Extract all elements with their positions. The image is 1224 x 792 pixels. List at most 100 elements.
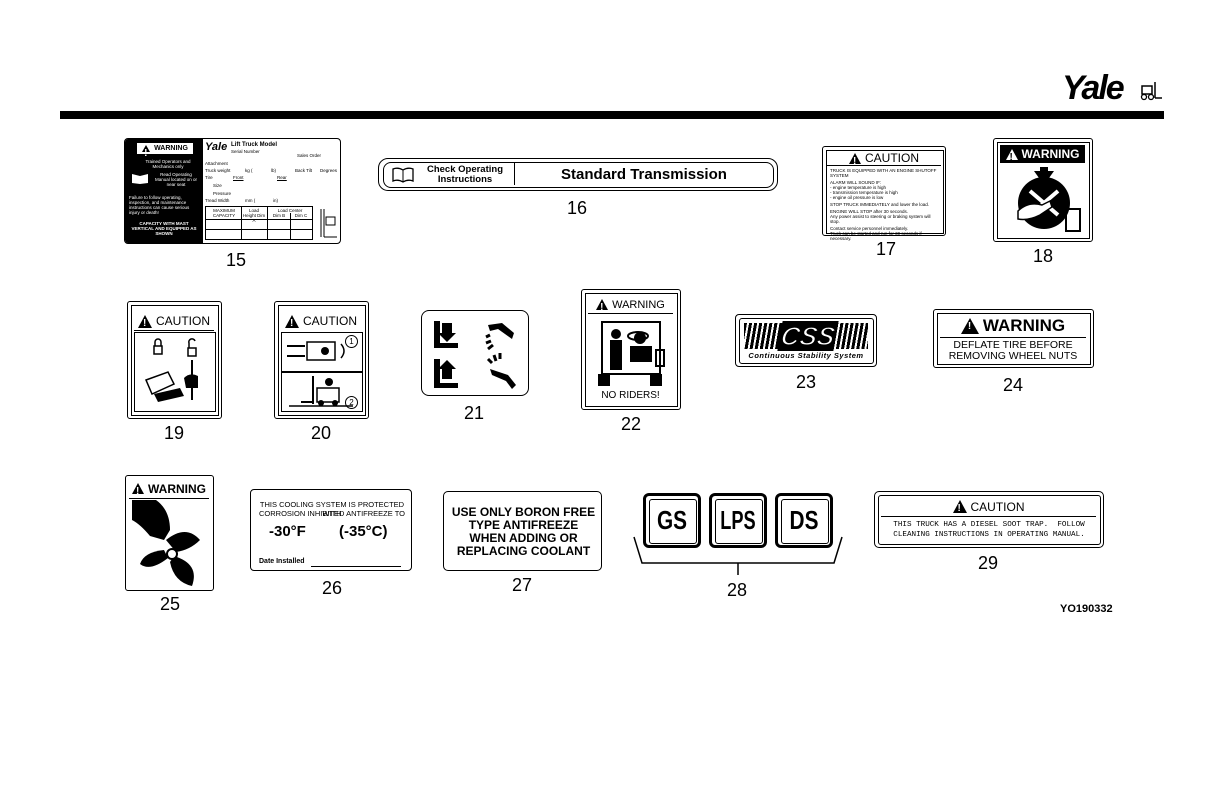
decal-15-trained: Trained Operators and Mechanics only: [145, 159, 191, 169]
decal-15-failure: Failure to follow operating, inspection,…: [129, 195, 190, 215]
callout-21: 21: [463, 403, 485, 423]
decal-28-lps: LPS: [709, 493, 767, 548]
yale-logo: Yale: [1062, 70, 1162, 106]
decal-15-in: in): [273, 198, 279, 203]
seat-lever-icon: [144, 338, 198, 402]
callout-24: 24: [1002, 375, 1024, 395]
callout-22: 22: [620, 414, 642, 434]
decal-15-lb: lb): [271, 168, 277, 173]
manual-icon: [132, 174, 148, 184]
callout-16: 16: [566, 198, 588, 218]
decal-24-warning-header: WARNING: [940, 315, 1086, 338]
decal-26-date-line: [311, 566, 401, 567]
decal-29-soot-trap: CAUTION THIS TRUCK HAS A DIESEL SOOT TRA…: [874, 491, 1104, 548]
decal-26-tc: (-35°C): [339, 523, 388, 540]
decal-15-kg: kg (: [245, 168, 253, 173]
header-rule: [60, 111, 1164, 119]
warning-triangle-icon: [596, 299, 609, 313]
decal-24-l1: DEFLATE TIRE BEFORE: [953, 339, 1073, 351]
decal-28-ds-text: DS: [789, 505, 819, 535]
decal-28-bracket: [633, 536, 843, 575]
decal-15-read: Read Operating Manual located on or near…: [154, 172, 198, 187]
callout-20: 20: [310, 423, 332, 443]
warning-triangle-icon: [960, 318, 979, 334]
decal-28-ds: DS: [775, 493, 833, 548]
callout-25: 25: [159, 594, 181, 614]
mast-diagram-icon: [320, 209, 337, 238]
decal-24-deflate-tire: WARNING DEFLATE TIRE BEFORE REMOVING WHE…: [933, 309, 1094, 368]
decal-28-gs: GS: [643, 493, 701, 548]
callout-29: 29: [977, 553, 999, 573]
decal-15-tread: Tread Width: [205, 198, 230, 203]
decal-29-l2: CLEANING INSTRUCTIONS IN OPERATING MANUA…: [893, 531, 1085, 539]
decal-15-max-cap: MAXIMUM CAPACITY: [212, 208, 236, 218]
forklift-sideview-icon: [289, 376, 353, 407]
decal-26-antifreeze-protection: THIS COOLING SYSTEM IS PROTECTED WITH CO…: [250, 489, 412, 571]
decal-27-boron-free: USE ONLY BORON FREE TYPE ANTIFREEZE WHEN…: [443, 491, 602, 571]
caution-triangle-icon: [285, 314, 299, 329]
decal-20-caution-header: CAUTION: [281, 312, 361, 330]
decal-15-capacity: CAPACITY WITH MAST VERTICAL AND EQUIPPED…: [131, 221, 197, 236]
figure-id: YO190332: [1060, 603, 1113, 615]
decal-28-lps-text: LPS: [720, 505, 756, 535]
lift-tilt-icons: [434, 321, 516, 389]
callout-23: 23: [795, 372, 817, 392]
callout-18: 18: [1032, 246, 1054, 266]
decal-17-engine-shutoff: CAUTION TRUCK IS EQUIPPED WITH AN ENGINE…: [822, 146, 946, 241]
callout-27: 27: [511, 575, 533, 595]
book-icon: [392, 167, 414, 183]
fan-blade-hand-icon: [132, 500, 200, 586]
decal-15-load-center: Load Center: [277, 208, 303, 213]
decal-15-front: Front: [233, 175, 244, 180]
forklift-topview-icon: [287, 341, 345, 361]
decal-24-l2: REMOVING WHEEL NUTS: [948, 350, 1078, 362]
decal-29-caution-header: CAUTION: [881, 498, 1096, 515]
decal-20-circle-2: 2: [345, 396, 358, 409]
decal-26-l2: CORROSION INHIBITED ANTIFREEZE TO: [259, 509, 405, 518]
caution-triangle-icon: [138, 314, 152, 329]
decal-19-seat-lock: CAUTION: [127, 301, 222, 419]
warning-triangle-icon: [1005, 148, 1018, 163]
decal-15-backtilt: Back Tilt: [295, 168, 313, 173]
decal-15-degrees: Degrees: [320, 168, 338, 173]
decal-22-no-riders: WARNING NO RIDERS!: [581, 289, 681, 410]
decal-18-fan-warning: WARNING: [993, 138, 1093, 242]
decal-20-circle-1: 1: [345, 335, 358, 348]
decal-16-inner: Check Operating Instructions Standard Tr…: [383, 162, 774, 188]
warning-triangle-icon: [142, 145, 151, 159]
decal-15-table: MAXIMUM CAPACITY Load Height Dim A Load …: [205, 206, 313, 240]
decal-19-caution-header: CAUTION: [134, 312, 214, 331]
decal-15-right-panel: Yale Lift Truck Model Serial Number Sale…: [205, 141, 339, 241]
decal-15-sales: Sales Order: [297, 153, 322, 158]
callout-19: 19: [163, 423, 185, 443]
decal-15-pressure: Pressure: [213, 191, 232, 196]
decal-23-css: CSS: [777, 320, 839, 352]
decal-15-dim-b: Dim B: [272, 213, 286, 218]
decal-23-sub: Continuous Stability System: [748, 351, 864, 360]
riders-icon: [598, 321, 665, 386]
forklift-icon: [1140, 82, 1162, 101]
decal-15-tire: Tire: [205, 175, 213, 180]
caution-triangle-icon: [849, 152, 861, 167]
decal-15-model: Lift Truck Model: [231, 142, 278, 148]
fan-hand-icon: [1017, 167, 1081, 232]
decal-15-left-panel: WARNING Trained Operators and Mechanics …: [125, 139, 203, 243]
decal-22-warning-header: WARNING: [588, 296, 673, 313]
decal-18-warning-header: WARNING: [1000, 145, 1085, 163]
decal-15-attachment: Attachment: [205, 161, 228, 166]
decal-15-load-height: Load Height Dim A: [242, 208, 266, 223]
decal-28-gs-text: GS: [656, 505, 688, 535]
warning-triangle-icon: [132, 483, 144, 497]
caution-triangle-icon: [952, 500, 967, 514]
decal-16-check: Check Operating Instructions: [426, 164, 504, 185]
decal-29-l1: THIS TRUCK HAS A DIESEL SOOT TRAP. FOLLO…: [893, 521, 1085, 529]
decal-15-weight: Truck weight: [205, 168, 231, 173]
yale-logo-text: Yale: [1062, 69, 1125, 107]
decal-26-l1: THIS COOLING SYSTEM IS PROTECTED WITH: [259, 500, 405, 518]
decal-15-dim-c: Dim C: [294, 213, 308, 218]
decal-15-size: Size: [213, 183, 222, 188]
decal-25-fan-hand-warning: WARNING: [125, 475, 214, 591]
decal-15-rear: Rear: [277, 175, 287, 180]
decal-27-text: USE ONLY BORON FREE TYPE ANTIFREEZE WHEN…: [451, 505, 596, 558]
decal-20-forklift-caution: CAUTION 1 2: [274, 301, 369, 419]
